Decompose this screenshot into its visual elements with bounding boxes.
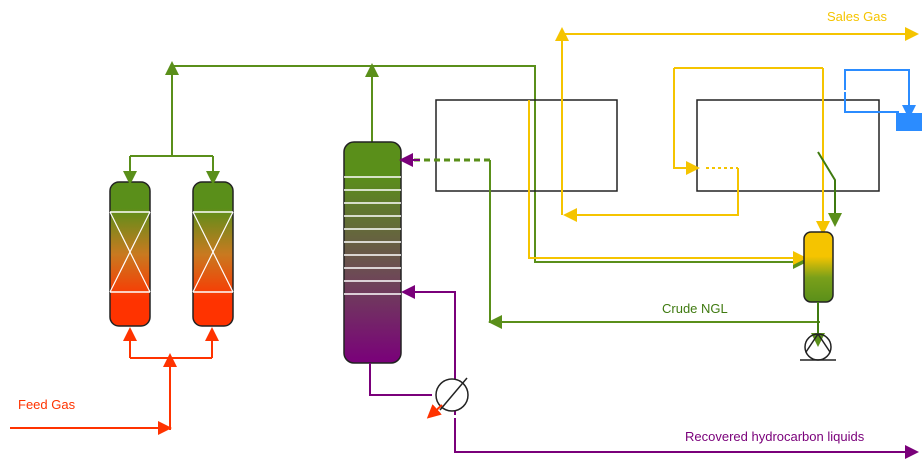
dehydrator-vessel-right bbox=[192, 181, 234, 327]
feed-gas-lines bbox=[10, 327, 219, 435]
dehydrator-vessel-left bbox=[109, 181, 151, 327]
sales-gas-label: Sales Gas bbox=[827, 9, 887, 24]
separator-drum bbox=[803, 231, 834, 303]
cooler-loop bbox=[844, 69, 922, 131]
separator-feed-line bbox=[817, 151, 842, 227]
regen-gas-lines bbox=[123, 61, 807, 269]
heat-exchanger-icon bbox=[426, 377, 469, 419]
recovered-liquids-lines bbox=[369, 285, 919, 459]
recovered-liquids-label: Recovered hydrocarbon liquids bbox=[685, 429, 865, 444]
heat-exchanger-left bbox=[435, 99, 618, 192]
distillation-column bbox=[343, 141, 402, 364]
sales-gas-lines bbox=[528, 27, 919, 265]
pump-icon bbox=[800, 333, 836, 361]
feed-gas-label: Feed Gas bbox=[18, 397, 76, 412]
crude-ngl-label: Crude NGL bbox=[662, 301, 728, 316]
heat-exchanger-right bbox=[696, 99, 880, 192]
column-reflux-line bbox=[399, 153, 820, 329]
